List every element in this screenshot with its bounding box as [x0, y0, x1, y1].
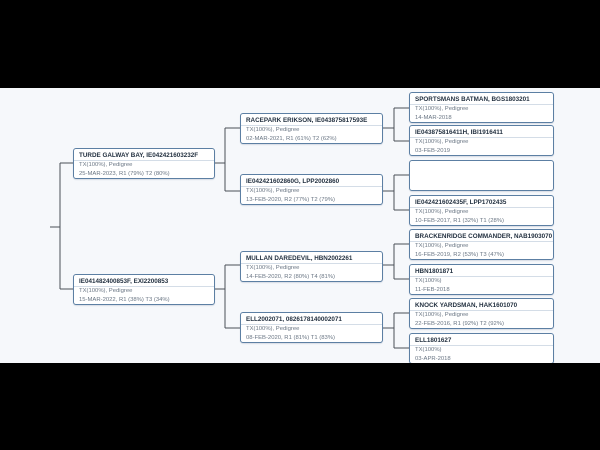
sire-card[interactable]: TURDE GALWAY BAY, IE042421603232F TX(100…: [73, 148, 215, 179]
animal-details: 14-FEB-2020, R2 (80%) T4 (81%): [246, 273, 335, 280]
animal-name: ELL2002071, 0826178140002071: [241, 313, 382, 325]
paternal-granddam-card[interactable]: IE042421602860G, LPP2002860 TX(100%), Pe…: [240, 174, 383, 205]
animal-details: 03-APR-2018: [415, 355, 451, 362]
dam-card[interactable]: IE041482400853F, EXI2200853 TX(100%), Pe…: [73, 274, 215, 305]
animal-name: MULLAN DAREDEVIL, HBN2002261: [241, 252, 382, 264]
maternal-grandsire-card[interactable]: MULLAN DAREDEVIL, HBN2002261 TX(100%), P…: [240, 251, 383, 282]
animal-details: 15-MAR-2022, R1 (38%) T3 (34%): [79, 296, 170, 303]
ancestor-card[interactable]: ELL1801627 TX(100%) 03-APR-2018: [409, 333, 554, 363]
ancestor-card[interactable]: HBN1801871 TX(100%) 11-FEB-2018: [409, 264, 554, 295]
animal-status: TX(100%), Pedigree: [415, 243, 469, 249]
animal-name: RACEPARK ERIKSON, IE043875817593E: [241, 114, 382, 126]
maternal-granddam-card[interactable]: ELL2002071, 0826178140002071 TX(100%), P…: [240, 312, 383, 343]
ancestor-card[interactable]: IE042421602435F, LPP1702435 TX(100%), Pe…: [409, 195, 554, 226]
empty-ancestor-card[interactable]: [409, 160, 554, 191]
pedigree-connector-lines: [50, 107, 409, 349]
ancestor-card[interactable]: IE043875816411H, IBI1916411 TX(100%), Pe…: [409, 125, 554, 156]
ancestor-card[interactable]: KNOCK YARDSMAN, HAK1601070 TX(100%), Ped…: [409, 298, 554, 329]
animal-status: TX(100%), Pedigree: [246, 265, 300, 271]
animal-status: TX(100%): [415, 347, 442, 353]
pedigree-tree: TURDE GALWAY BAY, IE042421603232F TX(100…: [0, 88, 600, 363]
animal-name: KNOCK YARDSMAN, HAK1601070: [410, 299, 553, 311]
animal-status: TX(100%), Pedigree: [246, 127, 300, 133]
animal-name: HBN1801871: [410, 265, 553, 277]
animal-details: 14-MAR-2018: [415, 114, 452, 121]
ancestor-card[interactable]: BRACKENRIDGE COMMANDER, NAB1903070 TX(10…: [409, 229, 554, 260]
animal-name: SPORTSMANS BATMAN, BGS1803201: [410, 93, 553, 105]
animal-name: [410, 161, 553, 172]
animal-details: 11-FEB-2018: [415, 286, 450, 293]
animal-details: 08-FEB-2020, R1 (81%) T1 (83%): [246, 334, 335, 341]
animal-name: TURDE GALWAY BAY, IE042421603232F: [74, 149, 214, 161]
animal-status: TX(100%), Pedigree: [415, 209, 469, 215]
animal-status: TX(100%), Pedigree: [79, 162, 133, 168]
ancestor-card[interactable]: SPORTSMANS BATMAN, BGS1803201 TX(100%), …: [409, 92, 554, 123]
animal-status: TX(100%), Pedigree: [246, 188, 300, 194]
animal-details: 25-MAR-2023, R1 (79%) T2 (80%): [79, 170, 170, 177]
animal-details: 22-FEB-2016, R1 (92%) T2 (92%): [415, 320, 504, 327]
animal-status: TX(100%): [415, 278, 442, 284]
animal-status: TX(100%), Pedigree: [246, 326, 300, 332]
animal-details: 10-FEB-2017, R1 (32%) T1 (28%): [415, 217, 504, 224]
animal-status: TX(100%), Pedigree: [415, 139, 469, 145]
animal-name: IE042421602860G, LPP2002860: [241, 175, 382, 187]
animal-status: TX(100%), Pedigree: [79, 288, 133, 294]
animal-name: IE042421602435F, LPP1702435: [410, 196, 553, 208]
animal-details: 03-FEB-2019: [415, 147, 451, 154]
animal-name: ELL1801627: [410, 334, 553, 346]
animal-details: 13-FEB-2020, R2 (77%) T2 (79%): [246, 196, 335, 203]
animal-name: IE043875816411H, IBI1916411: [410, 126, 553, 138]
animal-details: 16-FEB-2019, R2 (53%) T3 (47%): [415, 251, 504, 258]
paternal-grandsire-card[interactable]: RACEPARK ERIKSON, IE043875817593E TX(100…: [240, 113, 383, 144]
animal-name: IE041482400853F, EXI2200853: [74, 275, 214, 287]
animal-details: 02-MAR-2021, R1 (61%) T2 (62%): [246, 135, 337, 142]
animal-status: TX(100%), Pedigree: [415, 312, 469, 318]
animal-status: TX(100%), Pedigree: [415, 106, 469, 112]
animal-name: BRACKENRIDGE COMMANDER, NAB1903070: [410, 230, 553, 242]
